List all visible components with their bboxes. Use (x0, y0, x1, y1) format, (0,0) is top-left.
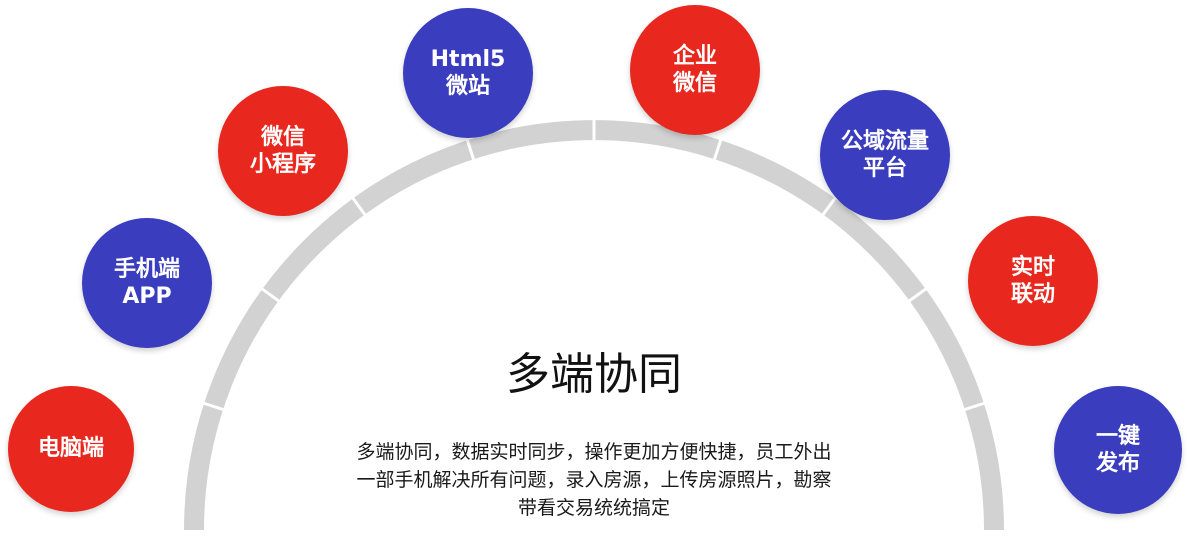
arc-separator (821, 196, 837, 217)
node-one-click-publish-line-2: 发布 (1095, 451, 1140, 476)
center-description-line-3: 带看交易统统搞定 (517, 497, 670, 519)
arc-separator (465, 138, 476, 161)
node-one-click-publish[interactable]: 一键 发布 (1054, 386, 1182, 514)
node-wechat-miniprogram-line-2: 小程序 (249, 152, 316, 177)
node-enterprise-wechat-line-2: 微信 (672, 71, 717, 96)
arc-separator (712, 138, 723, 161)
node-mobile-app-line-2: APP (122, 284, 172, 309)
arc-separator (202, 401, 225, 412)
arc-separator (260, 287, 281, 303)
node-wechat-miniprogram-line-1: 微信 (260, 124, 305, 150)
node-realtime-linkage-line-2: 联动 (1010, 282, 1055, 307)
node-public-traffic-platform[interactable]: 公域流量 平台 (820, 90, 950, 220)
center-description-line-1: 多端协同，数据实时同步，操作更加方便快捷，员工外出 (356, 441, 832, 463)
node-wechat-miniprogram[interactable]: 微信 小程序 (218, 86, 348, 216)
node-html5-microsite-line-1: Html5 (430, 46, 506, 72)
node-enterprise-wechat-line-1: 企业 (672, 43, 717, 69)
node-public-traffic-platform-line-2: 平台 (862, 156, 907, 181)
node-public-traffic-platform-line-1: 公域流量 (840, 128, 929, 154)
node-realtime-linkage-line-1: 实时 (1010, 254, 1055, 280)
node-mobile-app[interactable]: 手机端 APP (82, 218, 212, 348)
node-html5-microsite[interactable]: Html5 微站 (403, 8, 533, 138)
arc-separator (963, 401, 986, 412)
node-html5-microsite-line-2: 微站 (445, 74, 490, 99)
arc-separator (351, 196, 367, 217)
center-title: 多端协同 (506, 349, 682, 400)
node-mobile-app-line-1: 手机端 (113, 256, 180, 282)
node-realtime-linkage[interactable]: 实时 联动 (968, 216, 1098, 346)
center-description: 多端协同，数据实时同步，操作更加方便快捷，员工外出 一部手机解决所有问题，录入房… (304, 438, 884, 522)
node-one-click-publish-line-1: 一键 (1095, 423, 1140, 449)
center-description-line-2: 一部手机解决所有问题，录入房源，上传房源照片，勘察 (356, 469, 832, 491)
node-pc-line-1: 电脑端 (37, 436, 104, 462)
node-pc[interactable]: 电脑端 (8, 386, 134, 512)
node-enterprise-wechat[interactable]: 企业 微信 (630, 5, 760, 135)
arc-separator (907, 287, 928, 303)
